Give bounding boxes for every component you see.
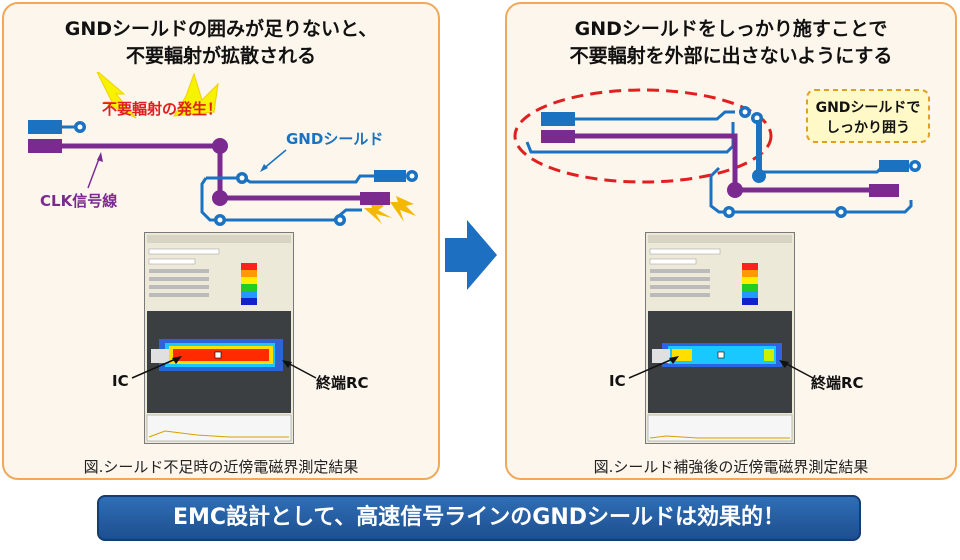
gnd-pad-topleft bbox=[28, 120, 62, 134]
clk-line-label: CLK信号線 bbox=[40, 192, 117, 210]
right-caption: 図.シールド補強後の近傍電磁界測定結果 bbox=[593, 458, 869, 476]
callout-box bbox=[806, 89, 930, 143]
left-rc-arrow bbox=[282, 360, 317, 379]
clk-pad-right bbox=[360, 192, 390, 205]
left-ic-label: IC bbox=[112, 372, 129, 390]
left-rc-label: 終端RC bbox=[316, 374, 369, 392]
via bbox=[212, 190, 228, 206]
conclusion-banner: EMC設計として、高速信号ラインのGNDシールドは効果的！ bbox=[97, 495, 861, 541]
radiation-label: 不要輻射の発生！ bbox=[102, 100, 222, 118]
gnd-pad-right bbox=[374, 170, 406, 182]
left-pcb-diagram: 不要輻射の発生！ GNDシールド CLK信号線 bbox=[28, 72, 418, 226]
clk-signal-trace bbox=[575, 133, 871, 193]
right-panel: GNDシールドをしっかり施すことで 不要輻射を外部に出さないようにする GNDシ… bbox=[505, 2, 957, 480]
transition-arrow-icon bbox=[445, 220, 497, 294]
gnd-pad-topleft bbox=[541, 112, 575, 126]
left-title: GNDシールドの囲みが足りないと、 不要輻射が拡散される bbox=[4, 16, 438, 70]
right-measurement-screenshot bbox=[645, 232, 795, 444]
clk-pad-right bbox=[869, 184, 899, 197]
shield-emphasis-ellipse bbox=[513, 88, 773, 184]
radiation-burst-2 bbox=[173, 72, 219, 117]
gnd-pad-right bbox=[879, 160, 909, 172]
right-measurement-window bbox=[647, 235, 793, 442]
right-ic-arrow bbox=[628, 356, 679, 379]
left-measurement-window bbox=[146, 235, 292, 442]
via bbox=[727, 182, 743, 198]
left-measurement-screenshot bbox=[144, 232, 294, 444]
right-title-line1: GNDシールドをしっかり施すことで bbox=[574, 18, 888, 40]
callout-line2: しっかり囲う bbox=[826, 120, 910, 136]
right-title: GNDシールドをしっかり施すことで 不要輻射を外部に出さないようにする bbox=[507, 16, 955, 70]
right-ic-label: IC bbox=[609, 372, 626, 390]
left-title-line2: 不要輻射が拡散される bbox=[125, 45, 316, 67]
clk-signal-trace bbox=[62, 143, 362, 201]
right-rc-arrow bbox=[779, 360, 814, 379]
left-ic-arrow bbox=[131, 356, 182, 379]
clk-pad-left bbox=[28, 139, 62, 153]
callout-line1: GNDシールドで bbox=[816, 100, 921, 116]
left-title-line1: GNDシールドの囲みが足りないと、 bbox=[64, 18, 378, 40]
via bbox=[212, 138, 228, 154]
gnd-shield-label: GNDシールド bbox=[286, 130, 383, 148]
left-panel: GNDシールドの囲みが足りないと、 不要輻射が拡散される 不要輻射の発生！ GN… bbox=[2, 2, 440, 480]
left-caption: 図.シールド不足時の近傍電磁界測定結果 bbox=[83, 458, 359, 476]
right-title-line2: 不要輻射を外部に出さないようにする bbox=[569, 45, 893, 67]
clk-pad-left bbox=[541, 130, 575, 143]
right-pcb-diagram: GNDシールドで しっかり囲う bbox=[513, 88, 930, 218]
right-rc-label: 終端RC bbox=[811, 374, 864, 392]
radiation-burst-1 bbox=[96, 72, 137, 119]
radiation-burst-4 bbox=[390, 196, 416, 222]
